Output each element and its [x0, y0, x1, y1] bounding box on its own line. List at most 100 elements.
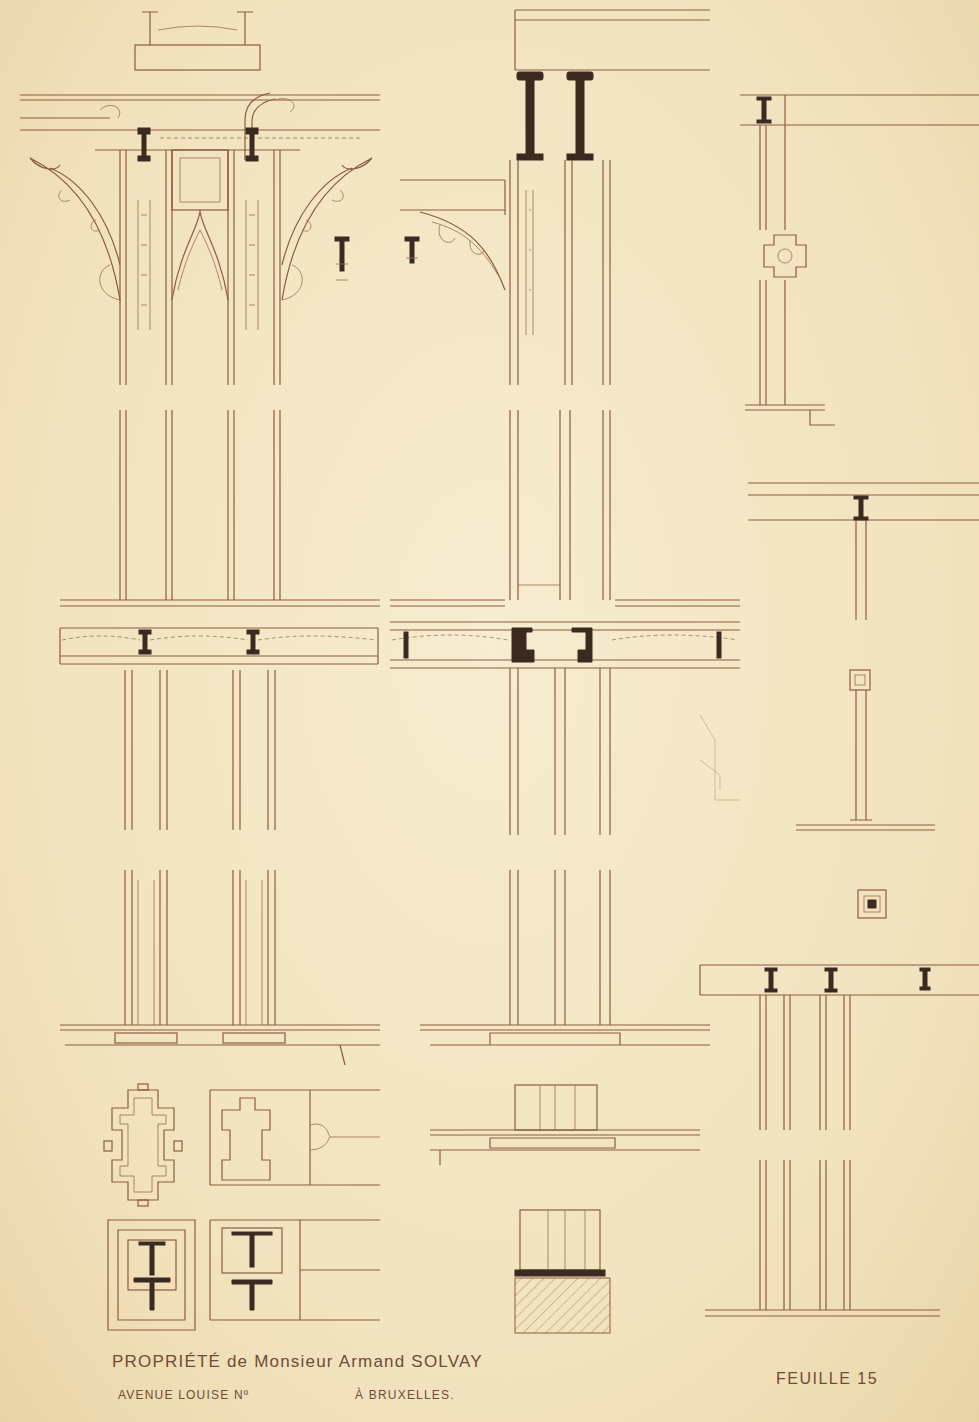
plan-sections-line [150, 1245, 154, 1275]
plan-sections-line [210, 1220, 380, 1320]
middle-elevation-line [512, 628, 534, 662]
right-details-line [705, 1160, 940, 1316]
base-details-line [515, 1085, 597, 1130]
plan-sections-line [222, 1228, 282, 1273]
middle-elevation-line [526, 190, 533, 335]
address-label: AVENUE LOUISE Nº [118, 1388, 249, 1402]
middle-elevation-line [567, 154, 593, 160]
left-elevation-line [60, 1025, 380, 1065]
base-details-line [430, 1130, 700, 1150]
left-elevation-line [62, 636, 376, 640]
left-elevation-line [59, 190, 120, 300]
profile-symbol-line [405, 237, 419, 241]
base-details-line [439, 1150, 440, 1165]
column-line [125, 870, 167, 1025]
left-elevation-line [160, 138, 360, 139]
right-details-line [855, 675, 865, 685]
middle-elevation-line [717, 632, 721, 658]
left-elevation-line [172, 210, 228, 300]
right-details-line [920, 987, 930, 990]
base-details [430, 1085, 700, 1333]
right-details-line [850, 670, 870, 690]
column-line [139, 650, 151, 654]
middle-elevation-line [576, 80, 584, 154]
middle-elevation-line [390, 600, 740, 668]
right-details-line [796, 690, 935, 830]
middle-elevation-line [404, 632, 408, 658]
middle-elevation-line [510, 870, 610, 1025]
plan-sections-line [232, 1280, 272, 1310]
middle-elevation-line [518, 585, 560, 586]
plan-sections-line [108, 1220, 195, 1330]
column-line [139, 630, 151, 634]
column-line [120, 410, 172, 600]
left-elevation-line [172, 150, 228, 210]
right-details-line [829, 971, 833, 989]
plan-sections-line [310, 1124, 380, 1150]
middle-elevation-line [400, 180, 505, 290]
middle-elevation-line [420, 1025, 710, 1045]
column-line [120, 150, 172, 385]
plan-sections-line [222, 1098, 270, 1180]
column-line [142, 134, 146, 156]
column-line [138, 880, 154, 1025]
base-details-line [520, 1210, 600, 1270]
right-details-line [923, 971, 927, 987]
right-details-line [700, 965, 979, 995]
left-elevation-line [60, 600, 380, 664]
plan-sections-line [138, 1084, 148, 1090]
left-elevation-line [178, 230, 222, 290]
left-elevation-line [282, 158, 372, 300]
column-line [138, 200, 150, 330]
right-details [700, 95, 979, 1316]
middle-elevation-line [517, 72, 543, 80]
right-details-line [868, 900, 876, 908]
right-details-line [757, 120, 771, 123]
plan-sections [104, 1084, 380, 1330]
right-details-line [748, 483, 979, 520]
right-details-line [864, 896, 880, 912]
plan-sections-line [138, 1200, 148, 1206]
middle-elevation-line [700, 715, 740, 800]
column [115, 128, 177, 1043]
middle-elevation-line [526, 80, 534, 154]
right-details-line [764, 235, 806, 277]
right-details-line [762, 100, 766, 122]
plan-sections-line [112, 1090, 174, 1200]
left-elevation-line [135, 45, 260, 70]
left-elevation [20, 12, 380, 1065]
left-elevation-line [223, 128, 285, 1043]
left-elevation-line [282, 190, 343, 300]
right-details-line [745, 280, 835, 425]
right-details-line [769, 971, 773, 989]
right-details-line [859, 499, 863, 517]
left-elevation-line [180, 158, 220, 202]
middle-elevation [390, 10, 740, 1045]
right-details-line [854, 517, 868, 520]
right-details-line [778, 249, 792, 263]
middle-elevation-line [510, 410, 610, 600]
plan-sections-line [210, 1090, 380, 1185]
city-label: À BRUXELLES. [355, 1388, 455, 1402]
left-elevation-line [30, 158, 120, 300]
plan-sections-line [134, 1278, 170, 1310]
profile-symbol-line [410, 241, 414, 263]
left-elevation-line [142, 12, 253, 45]
left-elevation-line [20, 95, 380, 150]
profile-symbol-line [406, 258, 418, 259]
middle-elevation-line [510, 160, 610, 385]
middle-elevation-line [572, 628, 592, 662]
right-details-line [858, 890, 886, 918]
right-details-line [760, 995, 850, 1130]
middle-elevation-line [517, 154, 543, 160]
left-elevation-line [158, 26, 237, 30]
right-details-line [740, 95, 979, 125]
base-details-line [548, 1210, 585, 1270]
plan-sections-line [174, 1141, 182, 1151]
sheet-number: FEUILLE 15 [776, 1370, 878, 1388]
base-details-line [540, 1085, 575, 1130]
profile-symbol-line [335, 237, 349, 241]
profile-symbol [335, 237, 419, 280]
